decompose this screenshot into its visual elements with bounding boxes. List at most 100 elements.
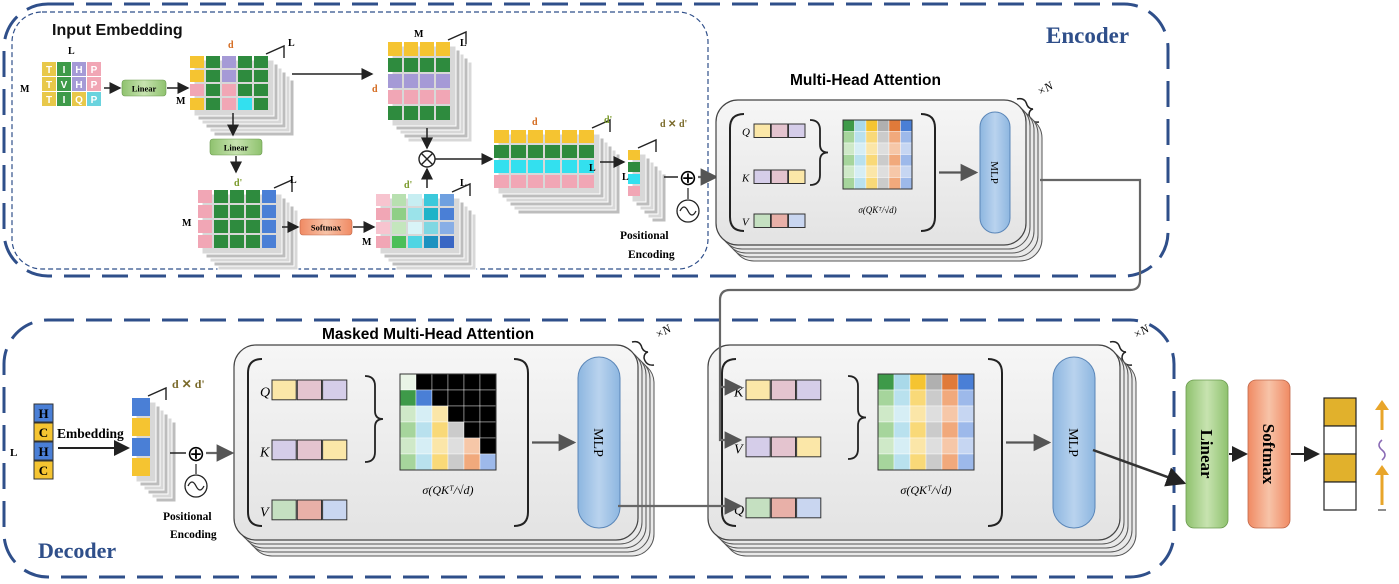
matrix-a-dim-L: L [288, 38, 295, 49]
attn-cell [854, 154, 867, 167]
token-text: I [63, 95, 66, 106]
attn-cell [941, 405, 959, 423]
matrix-cell [440, 194, 454, 206]
attn-cell [925, 437, 943, 455]
dec-token-text: H [38, 444, 48, 459]
decoder-embedding-column [132, 386, 177, 503]
token-cell [42, 62, 56, 76]
attn-cell [447, 373, 465, 391]
panel-bracket-left [247, 358, 263, 527]
dec-embedding-label: Embedding [57, 426, 124, 441]
attn-cell [842, 131, 855, 144]
matrix-cell [404, 58, 418, 72]
output-arrow-up-1-head [1375, 400, 1389, 410]
matrix-cell [206, 84, 220, 96]
attn-cell [941, 437, 959, 455]
output-softmax-label: Softmax [1259, 424, 1278, 485]
token-text: P [91, 65, 98, 76]
matrix-cell [392, 208, 406, 220]
matrix-cell [404, 106, 418, 120]
attn-border [399, 373, 497, 471]
qkv-cell [788, 213, 806, 228]
attn-cell [877, 154, 890, 167]
dec-token-text: C [39, 463, 48, 478]
matrix-a-dim-d: d [228, 40, 234, 51]
attn-cell [957, 405, 975, 423]
attn-cell [893, 389, 911, 407]
matrix-cell [262, 190, 276, 203]
encoder-border [2, 2, 1170, 278]
qkv-cell [296, 499, 322, 521]
qkv-cell [322, 379, 348, 401]
attn-cell [900, 131, 913, 144]
matrix-bracket [265, 44, 285, 58]
attn-cell [447, 437, 465, 455]
attn-cell [399, 373, 417, 391]
matrix-cell [420, 90, 434, 104]
qkv-cell [753, 169, 771, 184]
qkv-cell [296, 379, 322, 401]
token-cell [57, 92, 71, 106]
masked-mha-brace [631, 340, 655, 366]
matrix-cell [254, 84, 268, 96]
attn-cell [941, 389, 959, 407]
matrix-cell [190, 56, 204, 68]
attn-cell [877, 405, 895, 423]
attn-cell [854, 142, 867, 155]
attn-cell [479, 421, 497, 439]
attn-cell [865, 177, 878, 190]
matrix-cell [262, 205, 276, 218]
attn-cell [941, 373, 959, 391]
matrix-cell [545, 175, 560, 188]
mlp-block [577, 356, 621, 529]
matrix-cell [424, 236, 438, 248]
matrix-cell [388, 106, 402, 120]
matrix-bracket [637, 138, 657, 152]
token-cell [87, 77, 101, 91]
panel-bracket-left [721, 358, 737, 527]
matrix-cell [230, 220, 244, 233]
matrix-cell [404, 42, 418, 56]
mlp-label: MLP [590, 428, 605, 457]
attn-cell [842, 165, 855, 178]
matrix-cell [408, 222, 422, 234]
attn-cell [447, 389, 465, 407]
matrix-cell [392, 222, 406, 234]
qkv-cell [271, 499, 297, 521]
enc-mha-repeat: ×N [1035, 78, 1057, 99]
attn-cell [447, 421, 465, 439]
attn-cell [957, 389, 975, 407]
attn-cell [893, 405, 911, 423]
matrix-c [198, 178, 299, 271]
attn-cell [877, 389, 895, 407]
matrix-cell [238, 70, 252, 82]
dec-positional-label: Positional [163, 511, 212, 523]
matrix-cell [420, 42, 434, 56]
token-text: T [46, 80, 52, 91]
qkv-cell [770, 497, 796, 519]
matrix-cell [230, 235, 244, 248]
attn-cell [479, 453, 497, 471]
mlp-block [979, 111, 1011, 234]
attn-cell [399, 453, 417, 471]
matrix-cell [628, 186, 640, 196]
matrix-bracket [591, 118, 611, 132]
dec-column-stack [132, 386, 177, 503]
matrix-cell [579, 145, 594, 158]
matrix-d-dim-L: L [460, 178, 467, 189]
token-dim-L: L [68, 46, 75, 57]
matrix-cell [254, 70, 268, 82]
token-cell [72, 92, 86, 106]
attn-cell [399, 389, 417, 407]
qkv-cell [770, 213, 789, 228]
attn-cell [957, 373, 975, 391]
matrix-cell [562, 160, 577, 173]
encoder-embedding-matrices [190, 30, 667, 271]
attn-cell [431, 421, 449, 439]
matrix-d-dim-M: M [362, 237, 372, 248]
matrix-cell [494, 145, 509, 158]
enc-encoding-label: Encoding [628, 249, 675, 261]
token-text: Q [75, 95, 83, 106]
attn-cell [399, 437, 417, 455]
